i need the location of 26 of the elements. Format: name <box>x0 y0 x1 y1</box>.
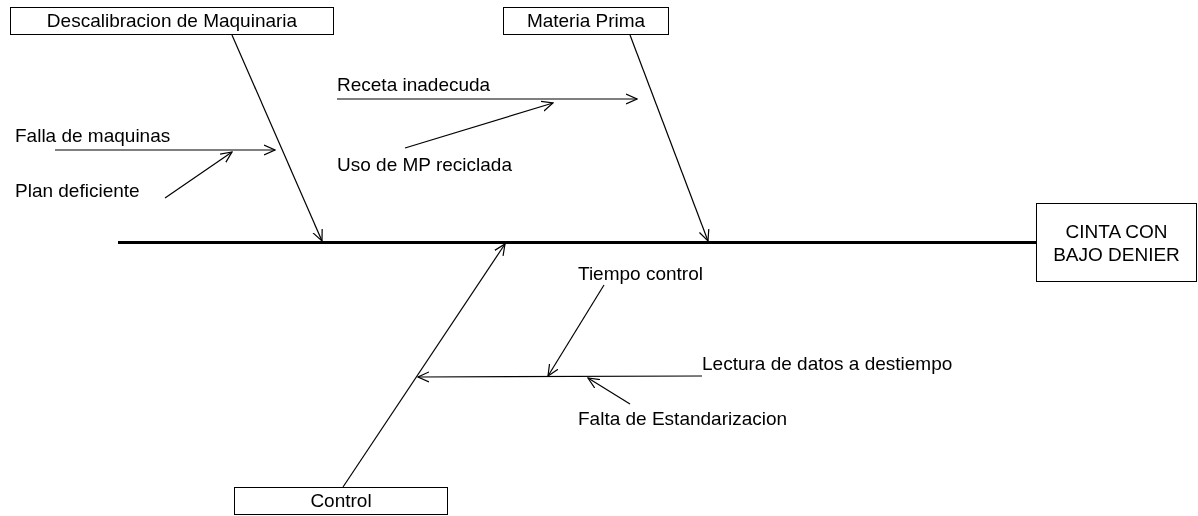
arrow <box>342 243 506 488</box>
cause-label: Uso de MP reciclada <box>337 154 512 176</box>
arrow <box>417 371 703 383</box>
arrow <box>404 100 554 149</box>
arrow <box>629 34 710 242</box>
arrow <box>54 144 276 156</box>
category-label: Control <box>310 490 372 512</box>
category-label: Descalibracion de Maquinaria <box>46 10 298 32</box>
category-box <box>10 7 334 35</box>
cause-label: Tiempo control <box>578 263 703 285</box>
cause-label: Lectura de datos a destiempo <box>702 353 953 375</box>
cause-label: Receta inadecuda <box>337 74 491 96</box>
category-label: Materia Prima <box>526 10 646 32</box>
arrow <box>231 34 323 242</box>
effect-label: CINTA CON BAJO DENIER <box>1052 219 1181 266</box>
effect-box <box>1036 203 1197 282</box>
arrow <box>336 93 638 105</box>
category-box <box>503 7 669 35</box>
arrow <box>164 151 233 199</box>
cause-label: Plan deficiente <box>15 180 140 202</box>
cause-label: Falla de maquinas <box>15 125 171 147</box>
spine-line <box>118 241 1036 244</box>
cause-label: Falta de Estandarizacion <box>578 408 788 430</box>
arrow <box>587 377 631 405</box>
arrow <box>547 284 605 377</box>
category-box <box>234 487 448 515</box>
